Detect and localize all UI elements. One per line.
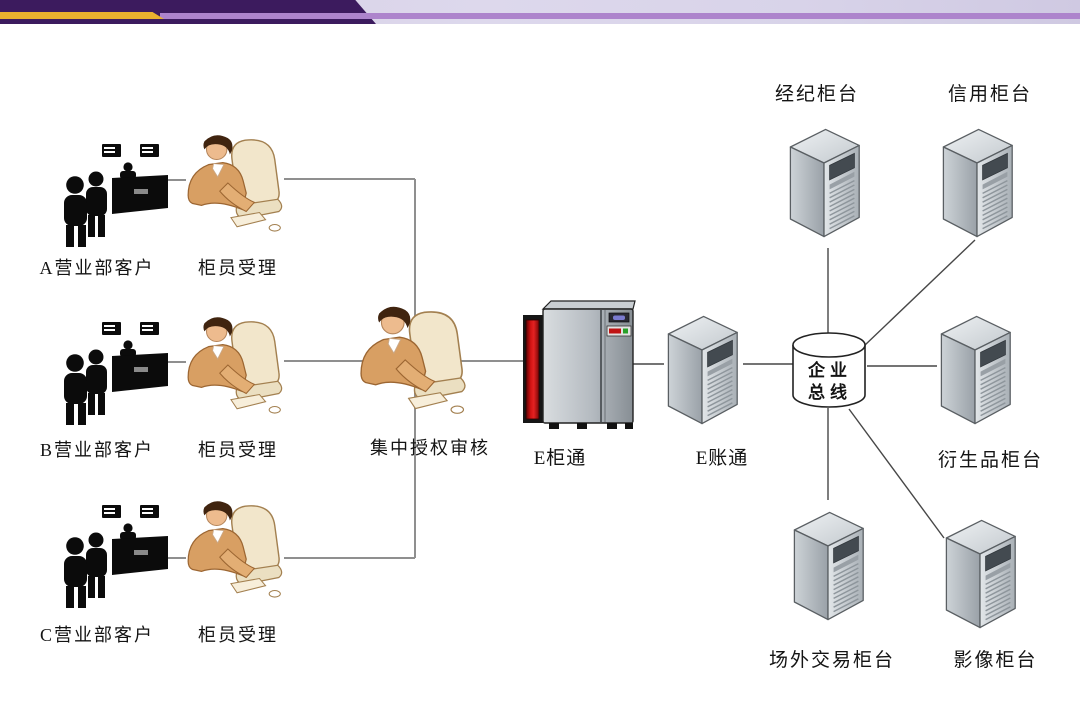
- customers-icon-b: [58, 320, 170, 425]
- teller-label-b: 柜员受理: [198, 440, 278, 460]
- slide-accent-bar: [0, 0, 1080, 24]
- customer-label-a: A营业部客户: [39, 258, 155, 278]
- counter-label-imaging: 影像柜台: [953, 650, 1038, 671]
- accent-bar-yellow-segment: [0, 12, 164, 19]
- account-gateway-server-icon: [662, 303, 742, 437]
- accent-stripe-overlay: [160, 13, 1080, 19]
- counter-server-brokerage-icon: [784, 116, 864, 250]
- counter-label-derivatives: 衍生品柜台: [937, 450, 1043, 471]
- teller-label-c: 柜员受理: [198, 625, 278, 645]
- enterprise-bus-cylinder: 企业 总线: [792, 332, 866, 408]
- counter-label-brokerage: 经纪柜台: [774, 84, 859, 105]
- customer-label-b: B营业部客户: [39, 440, 154, 460]
- counter-gateway-server-icon: [521, 299, 639, 431]
- counter-server-credit-icon: [937, 116, 1017, 250]
- bus-label-line2: 总线: [808, 382, 852, 402]
- customers-icon-a: [58, 142, 170, 247]
- customers-icon-c: [58, 503, 170, 608]
- teller-clipart-icon-a: [180, 132, 288, 236]
- counter-server-derivatives-icon: [935, 303, 1015, 437]
- authorizer-label: 集中授权审核: [370, 438, 490, 458]
- counter-server-otc-icon: [788, 498, 868, 634]
- teller-clipart-icon-b: [180, 314, 288, 418]
- counter-server-imaging-icon: [940, 506, 1020, 642]
- counter-label-otc: 场外交易柜台: [768, 650, 895, 671]
- bus-label-line1: 企业: [807, 360, 852, 380]
- account-gateway-label: E账通: [695, 448, 749, 469]
- counter-gateway-label: E柜通: [533, 448, 587, 469]
- counter-label-credit: 信用柜台: [947, 84, 1032, 105]
- customer-label-c: C营业部客户: [39, 625, 154, 645]
- authorizer-clipart-icon: [352, 303, 472, 419]
- teller-clipart-icon-c: [180, 498, 288, 602]
- teller-label-a: 柜员受理: [198, 258, 278, 278]
